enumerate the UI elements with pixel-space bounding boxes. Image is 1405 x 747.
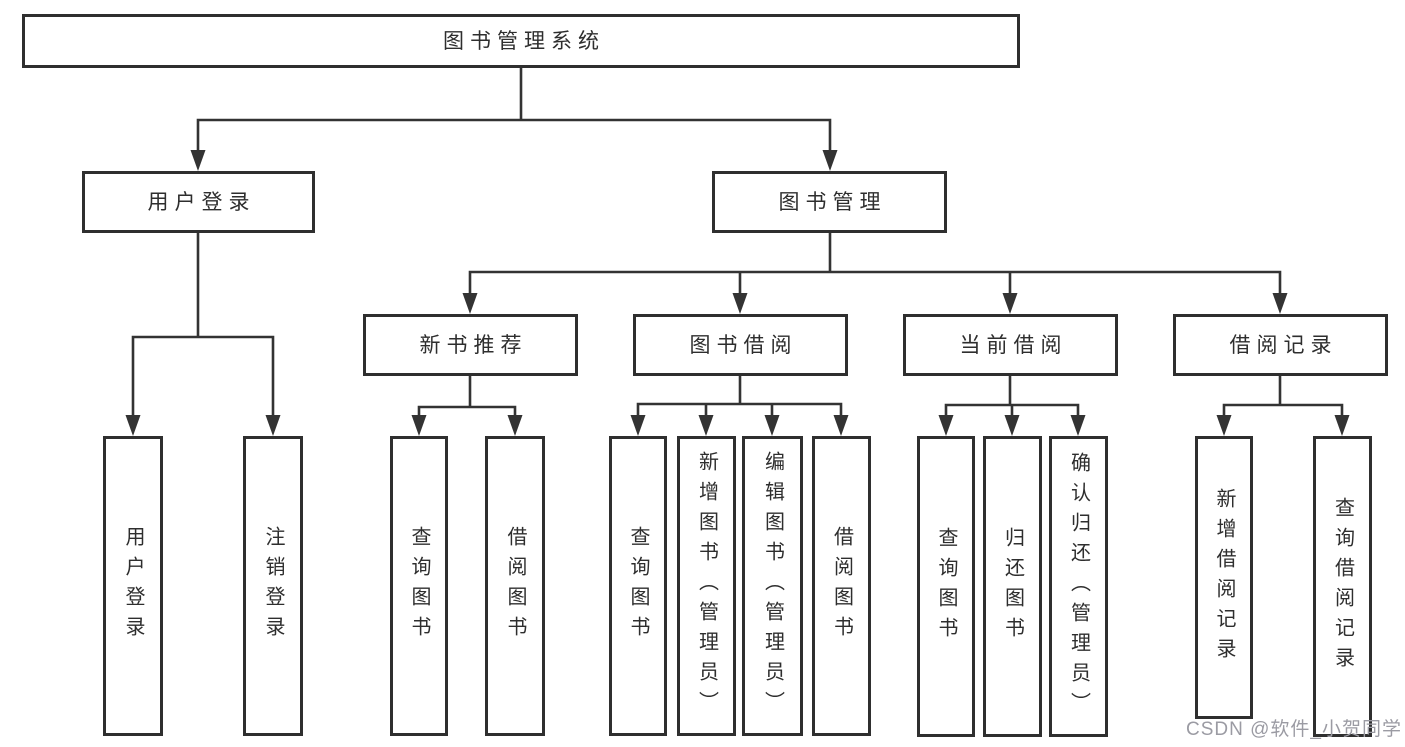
arrow-icon <box>1272 293 1288 314</box>
arrow-icon <box>1216 415 1232 436</box>
node-user-login: 用户登录 <box>82 171 315 233</box>
arrow-icon <box>630 415 646 436</box>
leaf-cur-query-books-label: 查询图书 <box>935 526 957 647</box>
leaf-borrow-add-books: 新增图书（管理员） <box>677 436 736 736</box>
leaf-rec-borrow-books-label: 借阅图书 <box>504 526 526 646</box>
arrow-icon <box>507 415 523 436</box>
leaf-record-query-label: 查询借阅记录 <box>1331 496 1354 677</box>
leaf-cur-query-books: 查询图书 <box>917 436 975 737</box>
leaf-borrow-edit-books: 编辑图书（管理员） <box>742 436 803 736</box>
arrow-icon <box>462 293 478 314</box>
arrow-icon <box>1002 293 1018 314</box>
arrow-icon <box>1334 415 1350 436</box>
arrow-icon <box>764 415 780 436</box>
bracket-book-borrow <box>636 402 843 418</box>
leaf-borrow-borrow-books-label: 借阅图书 <box>830 526 853 646</box>
node-user-login-label: 用户登录 <box>147 190 256 214</box>
node-book-borrow-label: 图书借阅 <box>689 333 798 357</box>
node-root: 图书管理系统 <box>22 14 1020 68</box>
node-book-mgmt-label: 图书管理 <box>778 190 887 214</box>
node-book-mgmt: 图书管理 <box>712 171 947 233</box>
arrow-icon <box>732 293 748 314</box>
leaf-record-add: 新增借阅记录 <box>1195 436 1253 719</box>
leaf-borrow-add-books-label: 新增图书（管理员） <box>695 451 718 721</box>
node-current-borrow: 当前借阅 <box>903 314 1118 376</box>
arrow-icon <box>190 150 206 171</box>
leaf-logout-label: 注销登录 <box>262 526 284 646</box>
leaf-cur-confirm-return: 确认归还（管理员） <box>1049 436 1108 737</box>
node-new-book-rec: 新书推荐 <box>363 314 578 376</box>
node-borrow-record-label: 借阅记录 <box>1229 333 1338 357</box>
bracket-book-mgmt <box>468 270 1282 296</box>
arrow-icon <box>265 415 281 436</box>
node-root-label: 图书管理系统 <box>443 29 605 53</box>
node-current-borrow-label: 当前借阅 <box>959 333 1068 357</box>
arrow-icon <box>1004 415 1020 436</box>
arrow-icon <box>938 415 954 436</box>
bracket-root <box>196 118 832 152</box>
arrow-icon <box>125 415 141 436</box>
bracket-user-login <box>131 335 275 418</box>
node-new-book-rec-label: 新书推荐 <box>419 333 528 357</box>
leaf-cur-return-books: 归还图书 <box>983 436 1042 737</box>
csdn-watermark: CSDN @软件_小贺同学 <box>1186 719 1402 740</box>
leaf-borrow-query-books: 查询图书 <box>609 436 667 736</box>
leaf-borrow-edit-books-label: 编辑图书（管理员） <box>761 451 784 721</box>
arrow-icon <box>698 415 714 436</box>
bracket-new-book-rec <box>417 405 517 418</box>
leaf-rec-query-books-label: 查询图书 <box>408 526 430 646</box>
arrow-icon <box>411 415 427 436</box>
node-book-borrow: 图书借阅 <box>633 314 848 376</box>
leaf-logout: 注销登录 <box>243 436 303 736</box>
arrow-icon <box>833 415 849 436</box>
arrowheads <box>125 150 1350 436</box>
leaf-borrow-borrow-books: 借阅图书 <box>812 436 871 736</box>
arrow-icon <box>822 150 838 171</box>
leaf-borrow-query-books-label: 查询图书 <box>627 526 649 646</box>
leaf-record-query: 查询借阅记录 <box>1313 436 1372 737</box>
leaf-record-add-label: 新增借阅记录 <box>1213 487 1235 668</box>
bracket-borrow-record <box>1222 403 1344 418</box>
leaf-cur-confirm-return-label: 确认归还（管理员） <box>1067 451 1090 722</box>
node-borrow-record: 借阅记录 <box>1173 314 1388 376</box>
leaf-rec-borrow-books: 借阅图书 <box>485 436 545 736</box>
leaf-user-login: 用户登录 <box>103 436 163 736</box>
leaf-cur-return-books-label: 归还图书 <box>1001 526 1024 647</box>
arrow-icon <box>1070 415 1086 436</box>
leaf-user-login-label: 用户登录 <box>122 526 144 646</box>
leaf-rec-query-books: 查询图书 <box>390 436 448 736</box>
